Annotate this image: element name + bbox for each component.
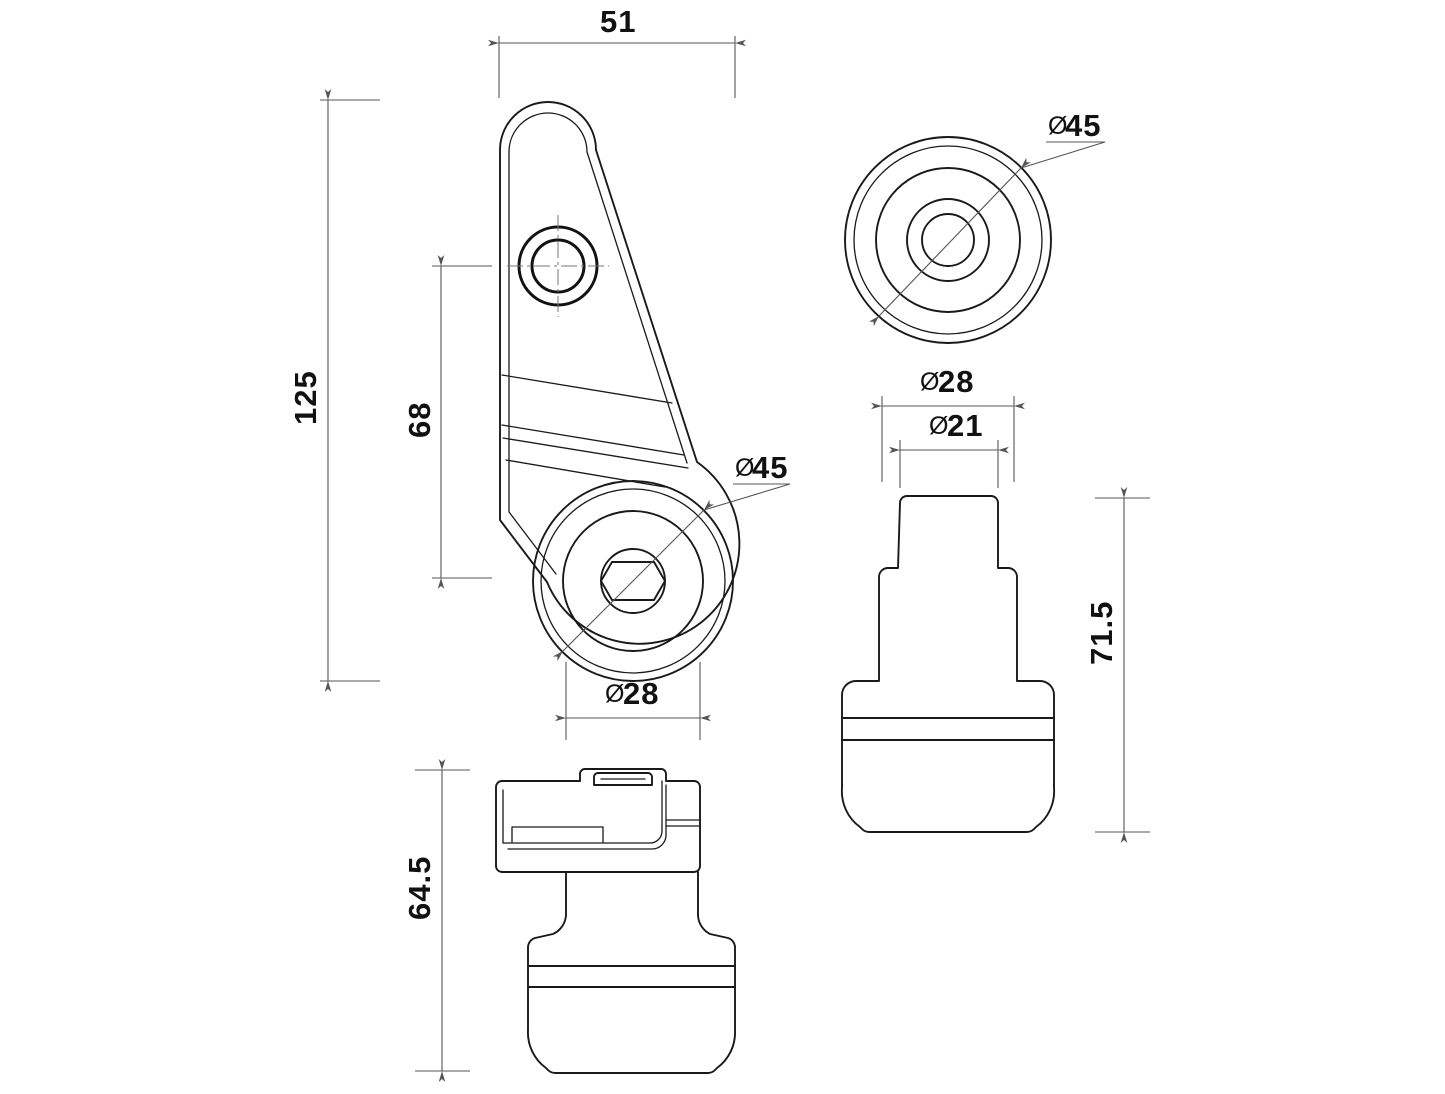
lever-front-view: Ø 45 Ø 28 51 125 68 [288, 4, 791, 740]
plan-diameter-symbol: Ø [1048, 112, 1067, 140]
knob-plan-view: Ø 45 [844, 108, 1106, 344]
lever-arm-left-inner-edge [508, 151, 557, 575]
knob-side-outline [840, 495, 1056, 833]
lever-arm-inner-offset [508, 112, 688, 464]
boss-outer-circle [532, 480, 734, 682]
boss-outer-circle-offset [540, 488, 726, 674]
plan-outer-circle-offset [853, 145, 1043, 335]
assembly-knob-body [527, 914, 736, 1074]
assembly-lever-shelf-offset [507, 784, 667, 850]
side-neck-diameter-symbol: Ø [929, 412, 948, 440]
plan-outer-circle [844, 136, 1052, 344]
assembly-lever-pocket [511, 826, 604, 843]
arm-band-line-4 [505, 459, 666, 488]
boss-diameter-leader-line [552, 499, 715, 662]
assembly-top-tab [593, 772, 653, 786]
arm-band-line-1 [501, 374, 673, 404]
side-neck-diameter-label: 21 [947, 408, 983, 443]
boss-diameter-leader-shelf [703, 483, 791, 511]
plan-inner-circle [921, 213, 975, 267]
knob-side-view: Ø 28 Ø 21 71.5 [840, 364, 1150, 843]
arm-band-line-3 [502, 437, 689, 469]
boss-diameter-label: 45 [752, 450, 788, 485]
side-height-label: 71.5 [1084, 601, 1119, 665]
boss-hub-diameter-label: 28 [623, 676, 659, 711]
plan-second-circle [875, 167, 1021, 313]
plan-diameter-leader-line [869, 157, 1031, 327]
boss-diameter-symbol: Ø [735, 454, 754, 482]
boss-hub-diameter-symbol: Ø [605, 680, 624, 708]
arm-width-label: 51 [600, 4, 636, 39]
plan-diameter-leader-shelf [1020, 141, 1106, 169]
assembly-front-view: 64.5 [402, 759, 736, 1082]
front-height-label: 64.5 [402, 856, 437, 920]
side-upper-diameter-label: 28 [938, 364, 974, 399]
overall-height-label: 125 [288, 370, 323, 425]
hole-boss-height-label: 68 [402, 402, 437, 438]
plan-third-circle [906, 198, 990, 282]
plan-diameter-label: 45 [1065, 108, 1101, 143]
side-upper-diameter-symbol: Ø [920, 368, 939, 396]
assembly-lever-shelf [502, 780, 663, 844]
arm-band-line-2 [501, 424, 685, 456]
